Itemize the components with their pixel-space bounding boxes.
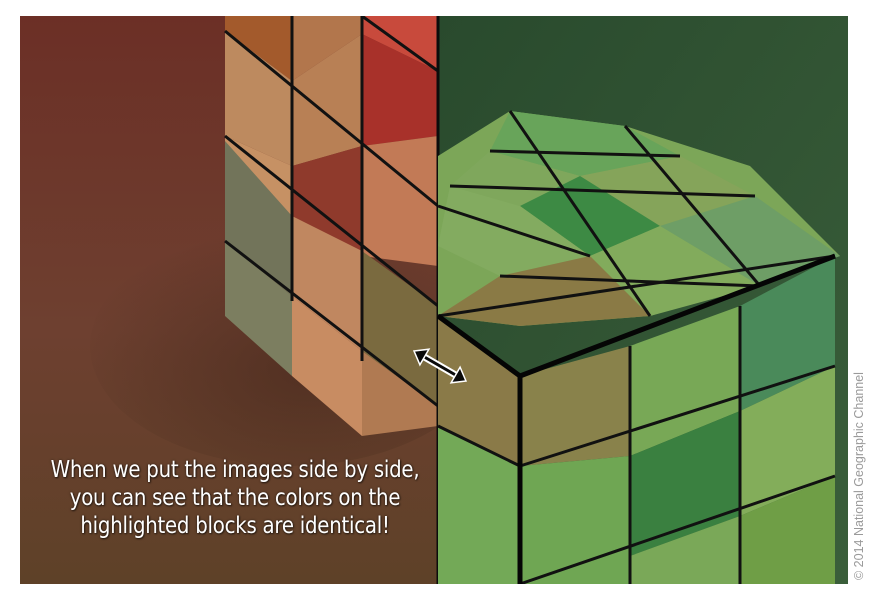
left-cube-block	[225, 31, 292, 166]
right-cube-grid	[437, 110, 836, 584]
right-cube-block	[438, 426, 520, 584]
right-cube	[436, 110, 840, 584]
right-cube-block	[438, 316, 520, 466]
caption-line: When we put the images side by side,	[50, 457, 420, 483]
right-cube-edges	[436, 253, 836, 584]
right-cube-block	[520, 346, 630, 466]
left-cube-grid	[224, 16, 439, 408]
right-cube-block	[520, 176, 660, 256]
left-cube-block	[292, 296, 362, 436]
right-cube-block	[740, 366, 835, 516]
right-cube-block	[630, 516, 740, 584]
right-cube-block	[630, 306, 740, 456]
double-arrow-icon	[412, 348, 468, 384]
left-cube-block	[292, 216, 362, 351]
caption-line: highlighted blocks are identical!	[80, 513, 390, 539]
left-cube-block	[225, 16, 292, 81]
copyright-credit: © 2014 National Geographic Channel	[852, 372, 866, 580]
caption: When we put the images side by side, you…	[50, 456, 420, 540]
right-cube-block	[590, 226, 760, 316]
caption-line: you can see that the colors on the	[69, 485, 401, 511]
left-cube-block	[362, 351, 438, 436]
left-cube-block	[292, 34, 362, 166]
left-cube-block	[225, 141, 292, 296]
left-cube-block	[362, 136, 438, 266]
optical-illusion-scene	[20, 16, 848, 584]
left-cube	[224, 16, 439, 436]
image-frame: When we put the images side by side, you…	[20, 16, 848, 584]
left-cube-block	[292, 16, 362, 81]
right-cube-block	[580, 156, 755, 226]
right-cube-block	[490, 111, 680, 176]
left-cube-block	[362, 34, 438, 146]
left-cube-block	[225, 241, 292, 376]
left-cube-block-highlighted	[362, 251, 438, 406]
right-cube-block	[520, 456, 630, 584]
right-cube-block	[740, 476, 835, 584]
right-cube-block	[630, 411, 740, 556]
